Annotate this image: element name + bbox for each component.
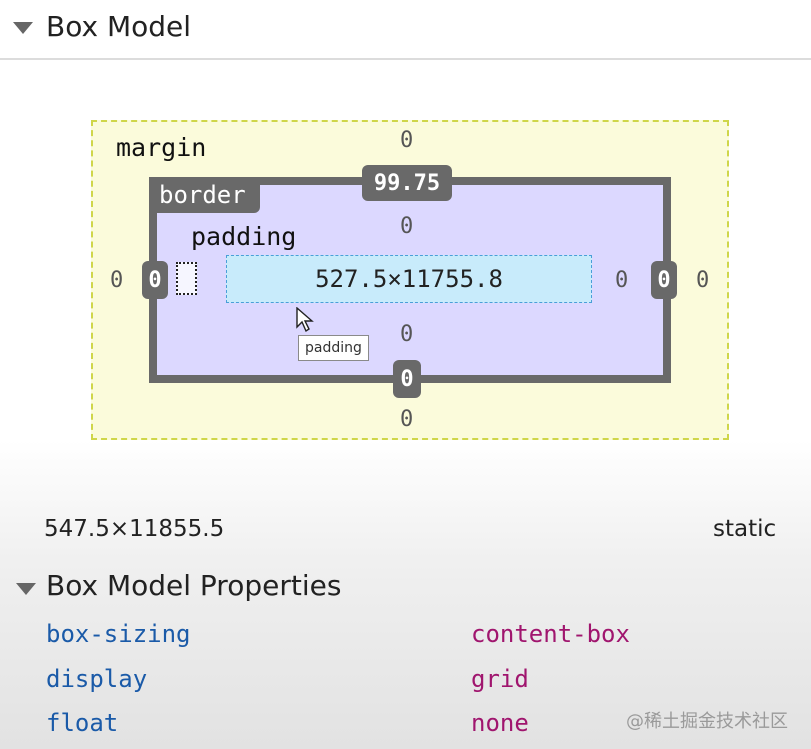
padding-tooltip: padding <box>298 335 369 361</box>
property-name-display[interactable]: display <box>46 665 148 693</box>
property-value-box-sizing[interactable]: content-box <box>471 620 630 648</box>
border-label: border <box>151 179 260 213</box>
border-bottom-value[interactable]: 0 <box>393 360 421 398</box>
property-name-float[interactable]: float <box>46 709 119 737</box>
box-model-header[interactable]: Box Model <box>0 0 811 60</box>
collapse-triangle-icon[interactable] <box>13 22 33 34</box>
margin-left-value[interactable]: 0 <box>110 268 124 293</box>
margin-right-value[interactable]: 0 <box>696 268 710 293</box>
content-box[interactable]: 527.5×11755.8 <box>226 255 592 303</box>
padding-top-value[interactable]: 0 <box>400 214 414 239</box>
collapse-triangle-icon[interactable] <box>16 583 36 595</box>
mouse-cursor-icon <box>296 307 314 333</box>
element-size: 547.5×11855.5 <box>44 516 225 542</box>
padding-label: padding <box>191 222 297 251</box>
padding-bottom-value[interactable]: 0 <box>400 322 414 347</box>
margin-top-value[interactable]: 0 <box>400 128 414 153</box>
property-value-float[interactable]: none <box>471 709 529 737</box>
padding-left-edit-field[interactable] <box>176 262 197 295</box>
border-top-value[interactable]: 99.75 <box>362 165 452 201</box>
margin-label: margin <box>116 133 207 162</box>
border-left-value[interactable]: 0 <box>142 261 168 299</box>
box-model-title: Box Model <box>46 10 192 43</box>
padding-right-value[interactable]: 0 <box>615 268 629 293</box>
margin-bottom-value[interactable]: 0 <box>400 407 414 432</box>
box-model-properties-title: Box Model Properties <box>46 569 342 602</box>
property-value-display[interactable]: grid <box>471 665 529 693</box>
property-name-box-sizing[interactable]: box-sizing <box>46 620 191 648</box>
element-position: static <box>713 516 777 542</box>
border-right-value[interactable]: 0 <box>651 261 677 299</box>
watermark: @稀土掘金技术社区 <box>626 711 788 732</box>
